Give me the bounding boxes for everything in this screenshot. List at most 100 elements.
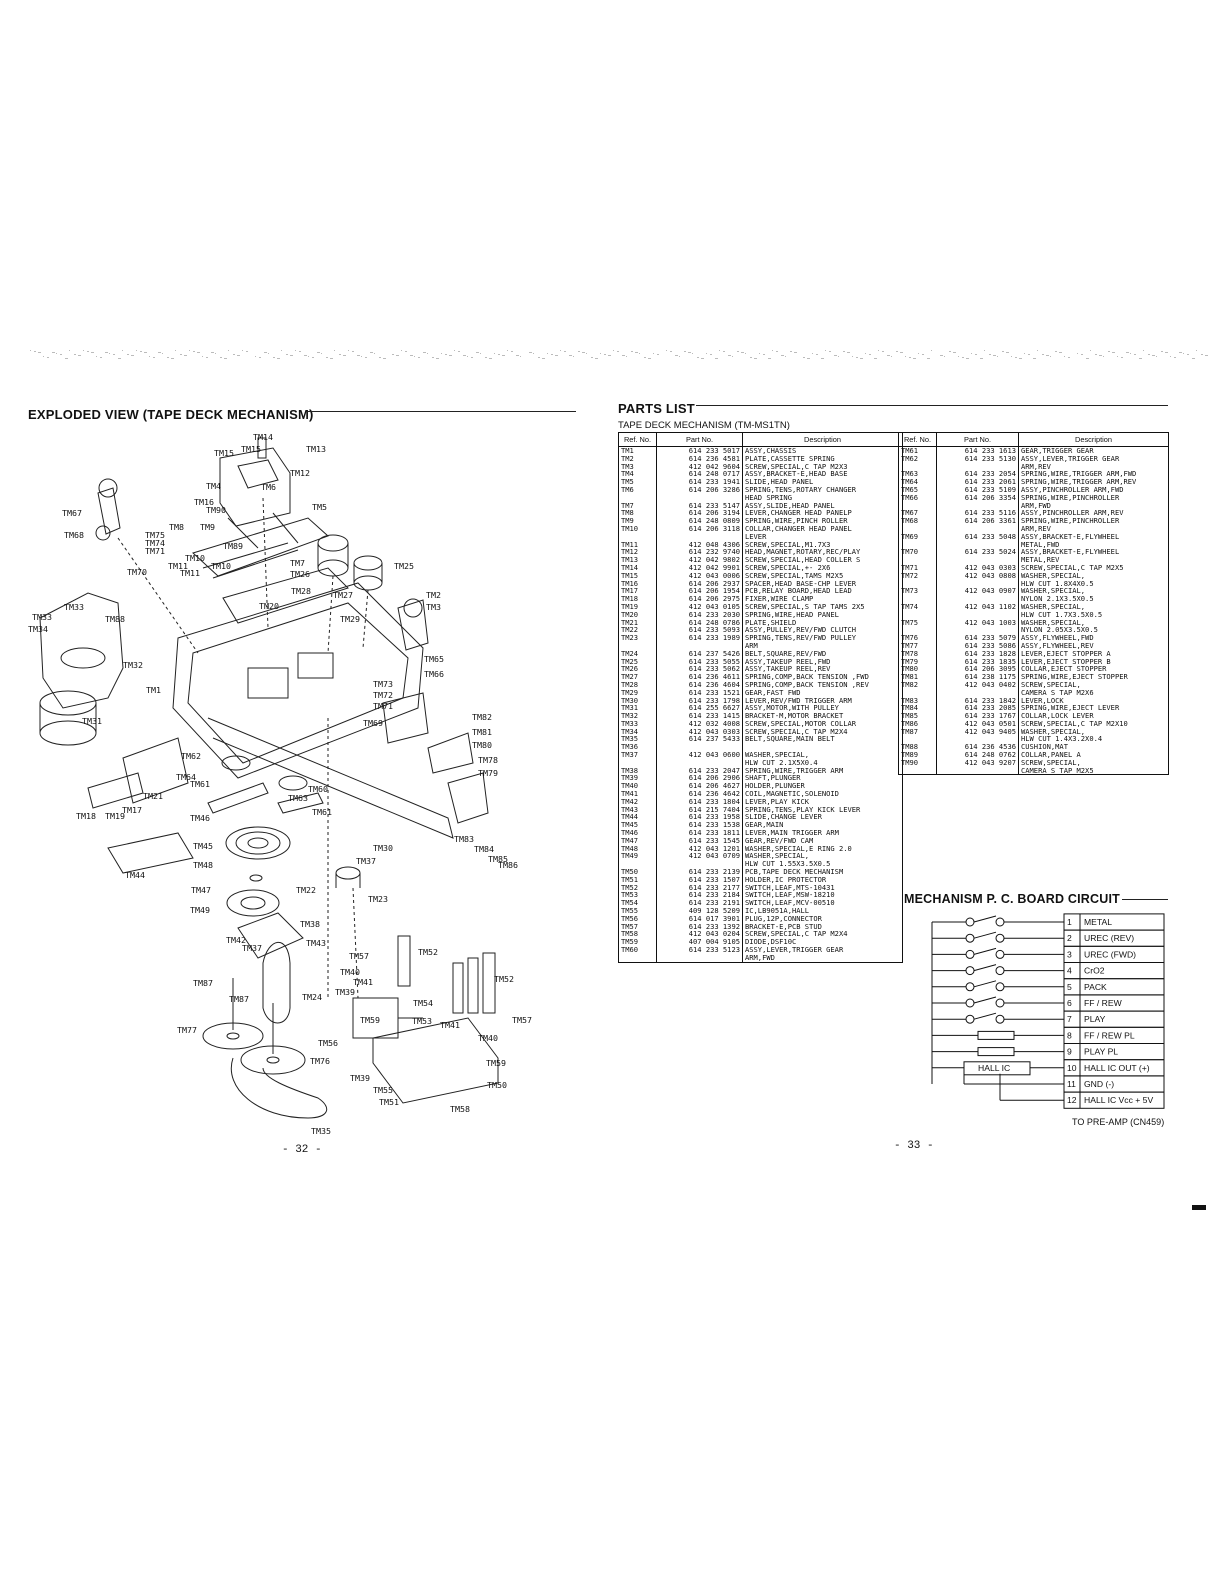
table-row: HLW CUT 1.8X4X0.5 [898,579,1169,588]
cell-part-no: 614 236 4536 [936,743,1019,752]
callout-label: TM56 [318,1038,338,1048]
cell-ref-no: TM75 [898,618,937,627]
callout-label: TM67 [62,508,82,518]
callout-label: TM73 [373,679,393,689]
callout-label: TM39 [335,987,355,997]
cell-description: CAMERA S TAP M2X5 [1018,766,1169,776]
callout-label: TM35 [311,1126,331,1136]
callout-label: TM4 [206,481,221,491]
cell-part-no: 412 043 0709 [656,852,743,861]
cell-ref-no [618,860,657,869]
cell-description: SCREW,SPECIAL,MOTOR COLLAR [742,719,903,728]
cell-part-no: 412 043 0501 [936,719,1019,728]
callout-label: TM53 [412,1016,432,1026]
pcb-pin-label: CrO2 [1084,966,1105,976]
exploded-view-heading: EXPLODED VIEW (TAPE DECK MECHANISM) [28,407,314,422]
cell-part-no: 614 233 1392 [656,922,743,931]
cell-part-no: 614 233 2177 [656,883,743,892]
cell-ref-no: TM32 [618,712,657,720]
callout-label: TM76 [310,1056,330,1066]
cell-ref-no: TM45 [618,821,657,830]
callout-label: TM41 [353,977,373,987]
cell-ref-no: TM43 [618,805,657,814]
cell-description: METAL,REV [1018,556,1169,564]
cell-ref-no: TM37 [618,751,657,759]
cell-ref-no: TM46 [618,829,657,837]
cell-ref-no: TM23 [618,634,657,642]
cell-description: GEAR,FAST FWD [742,688,903,697]
callout-label: TM8 [169,522,184,532]
cell-description: ASSY,TAKEUP REEL,FWD [742,657,903,666]
pcb-pin-number: 8 [1067,1030,1072,1040]
col-part-no: Part No. [936,432,1019,447]
cell-description: CAMERA S TAP M2X6 [1018,688,1169,697]
cell-description: WASHER,SPECIAL, [1018,727,1169,736]
col-description: Description [742,432,903,447]
cell-ref-no [618,532,657,541]
cell-part-no: 614 233 1538 [656,821,743,830]
cell-ref-no: TM25 [618,657,657,666]
cell-description: SHAFT,PLUNGER [742,774,903,783]
cell-ref-no: TM78 [898,649,937,658]
pcb-pin-label: METAL [1084,917,1112,927]
cell-part-no: 412 043 0303 [936,563,1019,572]
cell-description: SPACER,HEAD BASE-CHP LEVER [742,579,903,588]
cell-description: HLW CUT 2.1X5X0.4 [742,758,903,767]
cell-part-no: 614 233 2184 [656,891,743,900]
cell-description: WASHER,SPECIAL, [1018,618,1169,627]
table-row: METAL,REV [898,556,1169,564]
callout-label: TM54 [413,998,433,1008]
callout-label: TM52 [494,974,514,984]
callout-label: TM57 [512,1015,532,1025]
pcb-pin-number: 1 [1067,917,1072,927]
callout-label: TM13 [306,444,326,454]
cell-description: NYLON 2.05X3.5X0.5 [1018,626,1169,635]
cell-part-no: 614 233 1989 [656,634,743,642]
cell-description: ASSY,SLIDE,HEAD PANEL [742,501,903,510]
table-row: NYLON 2.1X3.5X0.5 [898,595,1169,603]
cell-part-no: 412 042 9802 [656,556,743,564]
cell-part-no [656,758,743,767]
cell-description: ASSY,FLYWHEEL,FWD [1018,634,1169,642]
cell-description: SPRING,TENS,ROTARY CHANGER [742,485,903,494]
pcb-pin-label: PLAY [1084,1014,1106,1024]
cell-description: COLLAR,PANEL A [1018,751,1169,759]
cell-part-no: 614 255 6627 [656,704,743,713]
callout-label: TM64 [176,772,196,782]
cell-description: ASSY,CHASSIS [742,446,903,455]
cell-part-no: 614 233 5109 [936,485,1019,494]
callout-label: TM31 [82,716,102,726]
cell-ref-no: TM29 [618,688,657,697]
cell-part-no: 614 233 2085 [936,704,1019,713]
cell-part-no: 614 233 2139 [656,868,743,876]
callout-label: TM75 [145,530,165,540]
cell-description: LEVER,EJECT STOPPER B [1018,657,1169,666]
cell-part-no [936,556,1019,564]
cell-description: FIXER,WIRE CLAMP [742,595,903,603]
callout-label: TM2 [426,590,441,600]
cell-description: ASSY,BRACKET-E,HEAD BASE [742,470,903,479]
cell-description: LEVER,REV/FWD TRIGGER ARM [742,696,903,705]
cell-part-no [656,953,743,963]
table-row: HLW CUT 1.4X3.2X0.4 [898,735,1169,744]
callout-label: TM29 [340,614,360,624]
cell-ref-no: TM90 [898,758,937,767]
table-row: HLW CUT 1.55X3.5X0.5 [618,860,903,869]
cell-part-no [936,540,1019,549]
callout-label: TM12 [290,468,310,478]
